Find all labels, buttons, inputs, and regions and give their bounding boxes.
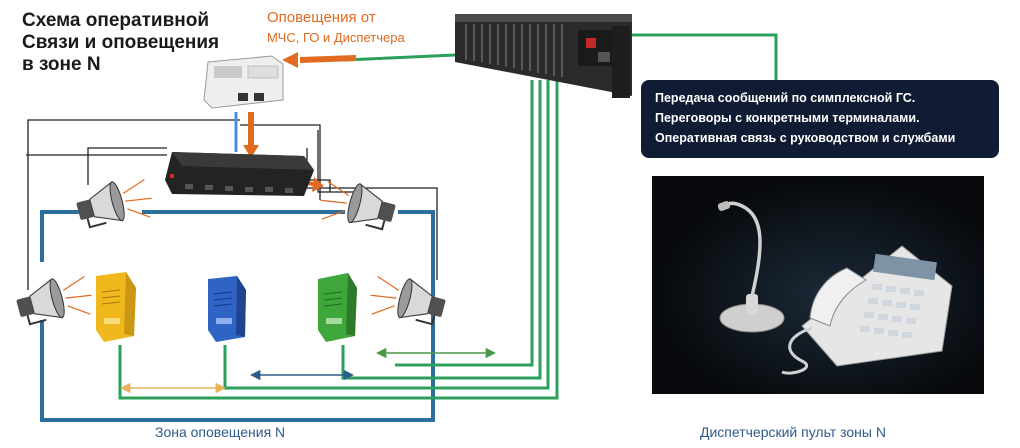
info-line: Передача сообщений по симплексной ГС. [655, 91, 916, 105]
title-line-3: в зоне N [22, 54, 101, 75]
alert-input-arrowhead [282, 52, 298, 68]
title-line-2: Связи и оповещения [22, 32, 220, 53]
dispatcher-caption: Диспетчерский пульт зоны N [700, 424, 886, 440]
zone-boundary-left-top [40, 210, 90, 262]
alert-source-line-2: МЧС, ГО и Диспетчера [267, 30, 405, 45]
diagram-title: Схема оперативной Связи и оповещения в з… [22, 10, 219, 76]
green-comm-lines [118, 33, 778, 400]
intercom-terminal-icon [96, 272, 136, 342]
info-line: Оперативная связь с руководством и служб… [655, 131, 956, 145]
switch-out-arrowhead [312, 177, 324, 192]
amplifier-switch-icon [165, 152, 314, 196]
interface-module-icon [203, 55, 284, 109]
zone-caption: Зона оповещения N [155, 424, 286, 440]
horn-speaker-icon [12, 275, 92, 329]
dispatcher-console-drawing [717, 201, 953, 375]
alert-input-arrow [299, 55, 357, 63]
dispatcher-phone-icon [781, 245, 953, 375]
horn-speaker-icon [320, 180, 400, 234]
rack-server-icon [455, 14, 632, 98]
horn-speaker-icon [370, 275, 450, 329]
horn-speaker-icon [72, 178, 152, 232]
intercom-terminal-icon [208, 276, 246, 342]
alert-source-line-1: Оповещения от [267, 9, 376, 26]
desk-microphone-icon [717, 201, 785, 333]
alert-source-label: Оповещения от МЧС, ГО и Диспетчера [267, 8, 405, 48]
info-box: Передача сообщений по симплексной ГС. Пе… [641, 80, 999, 158]
speaker-wires [26, 119, 438, 290]
title-line-1: Схема оперативной [22, 10, 210, 31]
zone-boundary-main [40, 210, 435, 422]
info-line: Переговоры с конкретными терминалами. [655, 111, 920, 125]
intercom-terminal-icon [318, 273, 357, 342]
dispatcher-console-photo [652, 176, 984, 394]
down-arrowhead [243, 145, 259, 158]
